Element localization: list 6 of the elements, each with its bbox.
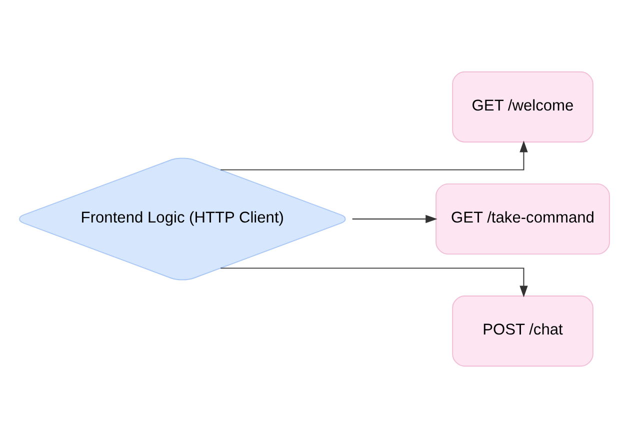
node-box: GET /take-command [436, 182, 610, 254]
arrow [352, 214, 438, 223]
node-box: GET /welcome [452, 70, 594, 142]
arrow [220, 267, 528, 297]
arrow [220, 140, 528, 170]
node-box: POST /chat [452, 294, 594, 366]
